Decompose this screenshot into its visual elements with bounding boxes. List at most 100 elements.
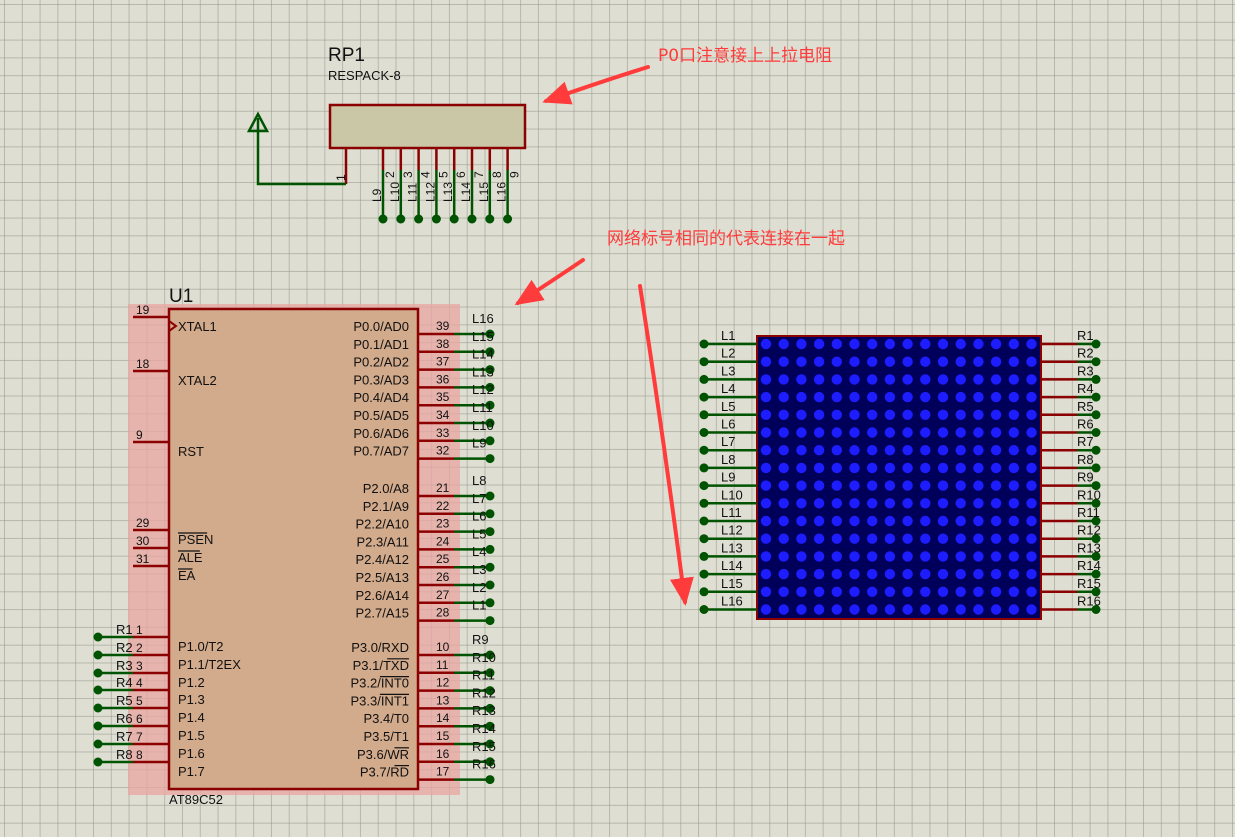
led-dot	[973, 604, 984, 615]
u1-microcontroller[interactable]: U1 AT89C52 19XTAL118XTAL29RST29PSEN30ALE…	[93, 286, 496, 807]
led-dot	[884, 462, 896, 474]
led-dot	[849, 427, 860, 438]
led-dot	[955, 533, 966, 544]
led-dot	[778, 338, 789, 350]
led-dot	[778, 427, 789, 438]
led-dot	[920, 551, 931, 562]
led-dot	[973, 568, 984, 580]
rp1-pin-number: 4	[419, 171, 433, 178]
led-dot	[831, 445, 842, 456]
led-dot	[760, 568, 772, 580]
u1-pin-number: 32	[436, 444, 450, 458]
u1-pin-number: 7	[136, 730, 143, 744]
matrix-net-label: R13	[1077, 540, 1101, 555]
led-dot	[1026, 568, 1037, 580]
led-dot	[867, 515, 878, 527]
led-dot	[1008, 338, 1019, 350]
u1-net-label: L13	[472, 364, 494, 379]
led-dot	[902, 568, 913, 580]
led-dot	[778, 551, 789, 562]
rp1-resistor-pack[interactable]: RP1 RESPACK-8 1 L92L103L114L125L136L147L…	[246, 45, 527, 224]
led-dot	[778, 604, 789, 615]
u1-pin-name: P2.4/A12	[356, 552, 410, 567]
junction-dot	[93, 703, 103, 713]
pullup-arrow	[542, 65, 650, 105]
led-dot	[867, 568, 878, 580]
junction-dot	[485, 598, 495, 608]
rp1-common-pin-number: 1	[334, 174, 348, 181]
led-dot	[937, 409, 949, 420]
led-dot	[760, 586, 772, 597]
led-dot	[813, 445, 825, 456]
led-dot	[1008, 445, 1019, 456]
led-dot	[831, 586, 842, 597]
matrix-net-label: L9	[721, 470, 735, 485]
led-dot	[778, 391, 789, 403]
u1-net-label: R14	[472, 721, 496, 736]
junction-dot	[1091, 374, 1101, 384]
led-dot	[990, 391, 1002, 403]
led-dot	[796, 462, 807, 474]
led-dot	[831, 533, 842, 544]
led-dot	[867, 445, 878, 456]
u1-pin-number: 22	[436, 499, 450, 513]
led-dot	[831, 409, 842, 420]
rp1-pin-number: 5	[436, 171, 450, 178]
led-dot	[955, 338, 966, 350]
junction-dot	[1091, 605, 1101, 614]
u1-pin-name: P0.5/AD5	[353, 408, 409, 423]
junction-dot	[1091, 463, 1101, 473]
led-dot	[902, 338, 913, 350]
led-dot	[1008, 533, 1019, 544]
led-dot	[955, 515, 966, 527]
u1-body	[167, 307, 420, 791]
u1-pin-number: 1	[136, 623, 143, 637]
led-dot	[796, 427, 807, 438]
u1-pin-number: 39	[436, 319, 450, 333]
led-dot	[920, 533, 931, 544]
junction-dot	[699, 605, 709, 614]
led-dot	[990, 515, 1002, 527]
led-dot	[760, 604, 772, 615]
led-dot	[813, 391, 825, 403]
u1-net-label: R11	[472, 668, 495, 683]
led-dot	[867, 586, 878, 597]
matrix-net-label: R14	[1077, 558, 1101, 573]
u1-pin-number: 19	[136, 303, 150, 317]
led-dot	[796, 604, 807, 615]
u1-net-label: L16	[472, 311, 494, 326]
junction-dot	[93, 650, 103, 660]
u1-pin-name: P2.2/A10	[356, 517, 410, 532]
u1-pin-number: 27	[436, 588, 450, 602]
junction-dot	[1091, 534, 1101, 544]
led-dot	[778, 462, 789, 474]
led-dot	[831, 462, 842, 474]
u1-pin-number: 10	[436, 640, 450, 654]
u1-pin-name: EA	[178, 568, 196, 583]
led-dot	[1008, 391, 1019, 403]
junction-dot	[699, 445, 709, 455]
junction-dot	[449, 214, 459, 224]
led-matrix-16x16[interactable]: L1L2L3L4L5L6L7L8L9L10L11L12L13L14L15L16 …	[699, 328, 1101, 620]
matrix-net-label: L2	[721, 346, 735, 361]
led-dot	[884, 604, 896, 615]
matrix-net-label: L1	[721, 328, 735, 343]
junction-dot	[699, 534, 709, 544]
junction-dot	[485, 400, 495, 410]
junction-dot	[485, 703, 495, 713]
led-dot	[796, 445, 807, 456]
led-dot	[937, 568, 949, 580]
led-dot	[973, 374, 984, 385]
junction-dot	[1091, 445, 1101, 455]
u1-net-label: L5	[472, 526, 486, 541]
led-dot	[990, 445, 1002, 456]
u1-pin-name: ALE	[178, 550, 203, 565]
led-dot	[1008, 374, 1019, 385]
led-dot	[778, 568, 789, 580]
led-dot	[920, 586, 931, 597]
led-dot	[920, 498, 931, 509]
junction-dot	[1091, 357, 1101, 367]
junction-dot	[485, 739, 495, 749]
led-dot	[813, 374, 825, 385]
